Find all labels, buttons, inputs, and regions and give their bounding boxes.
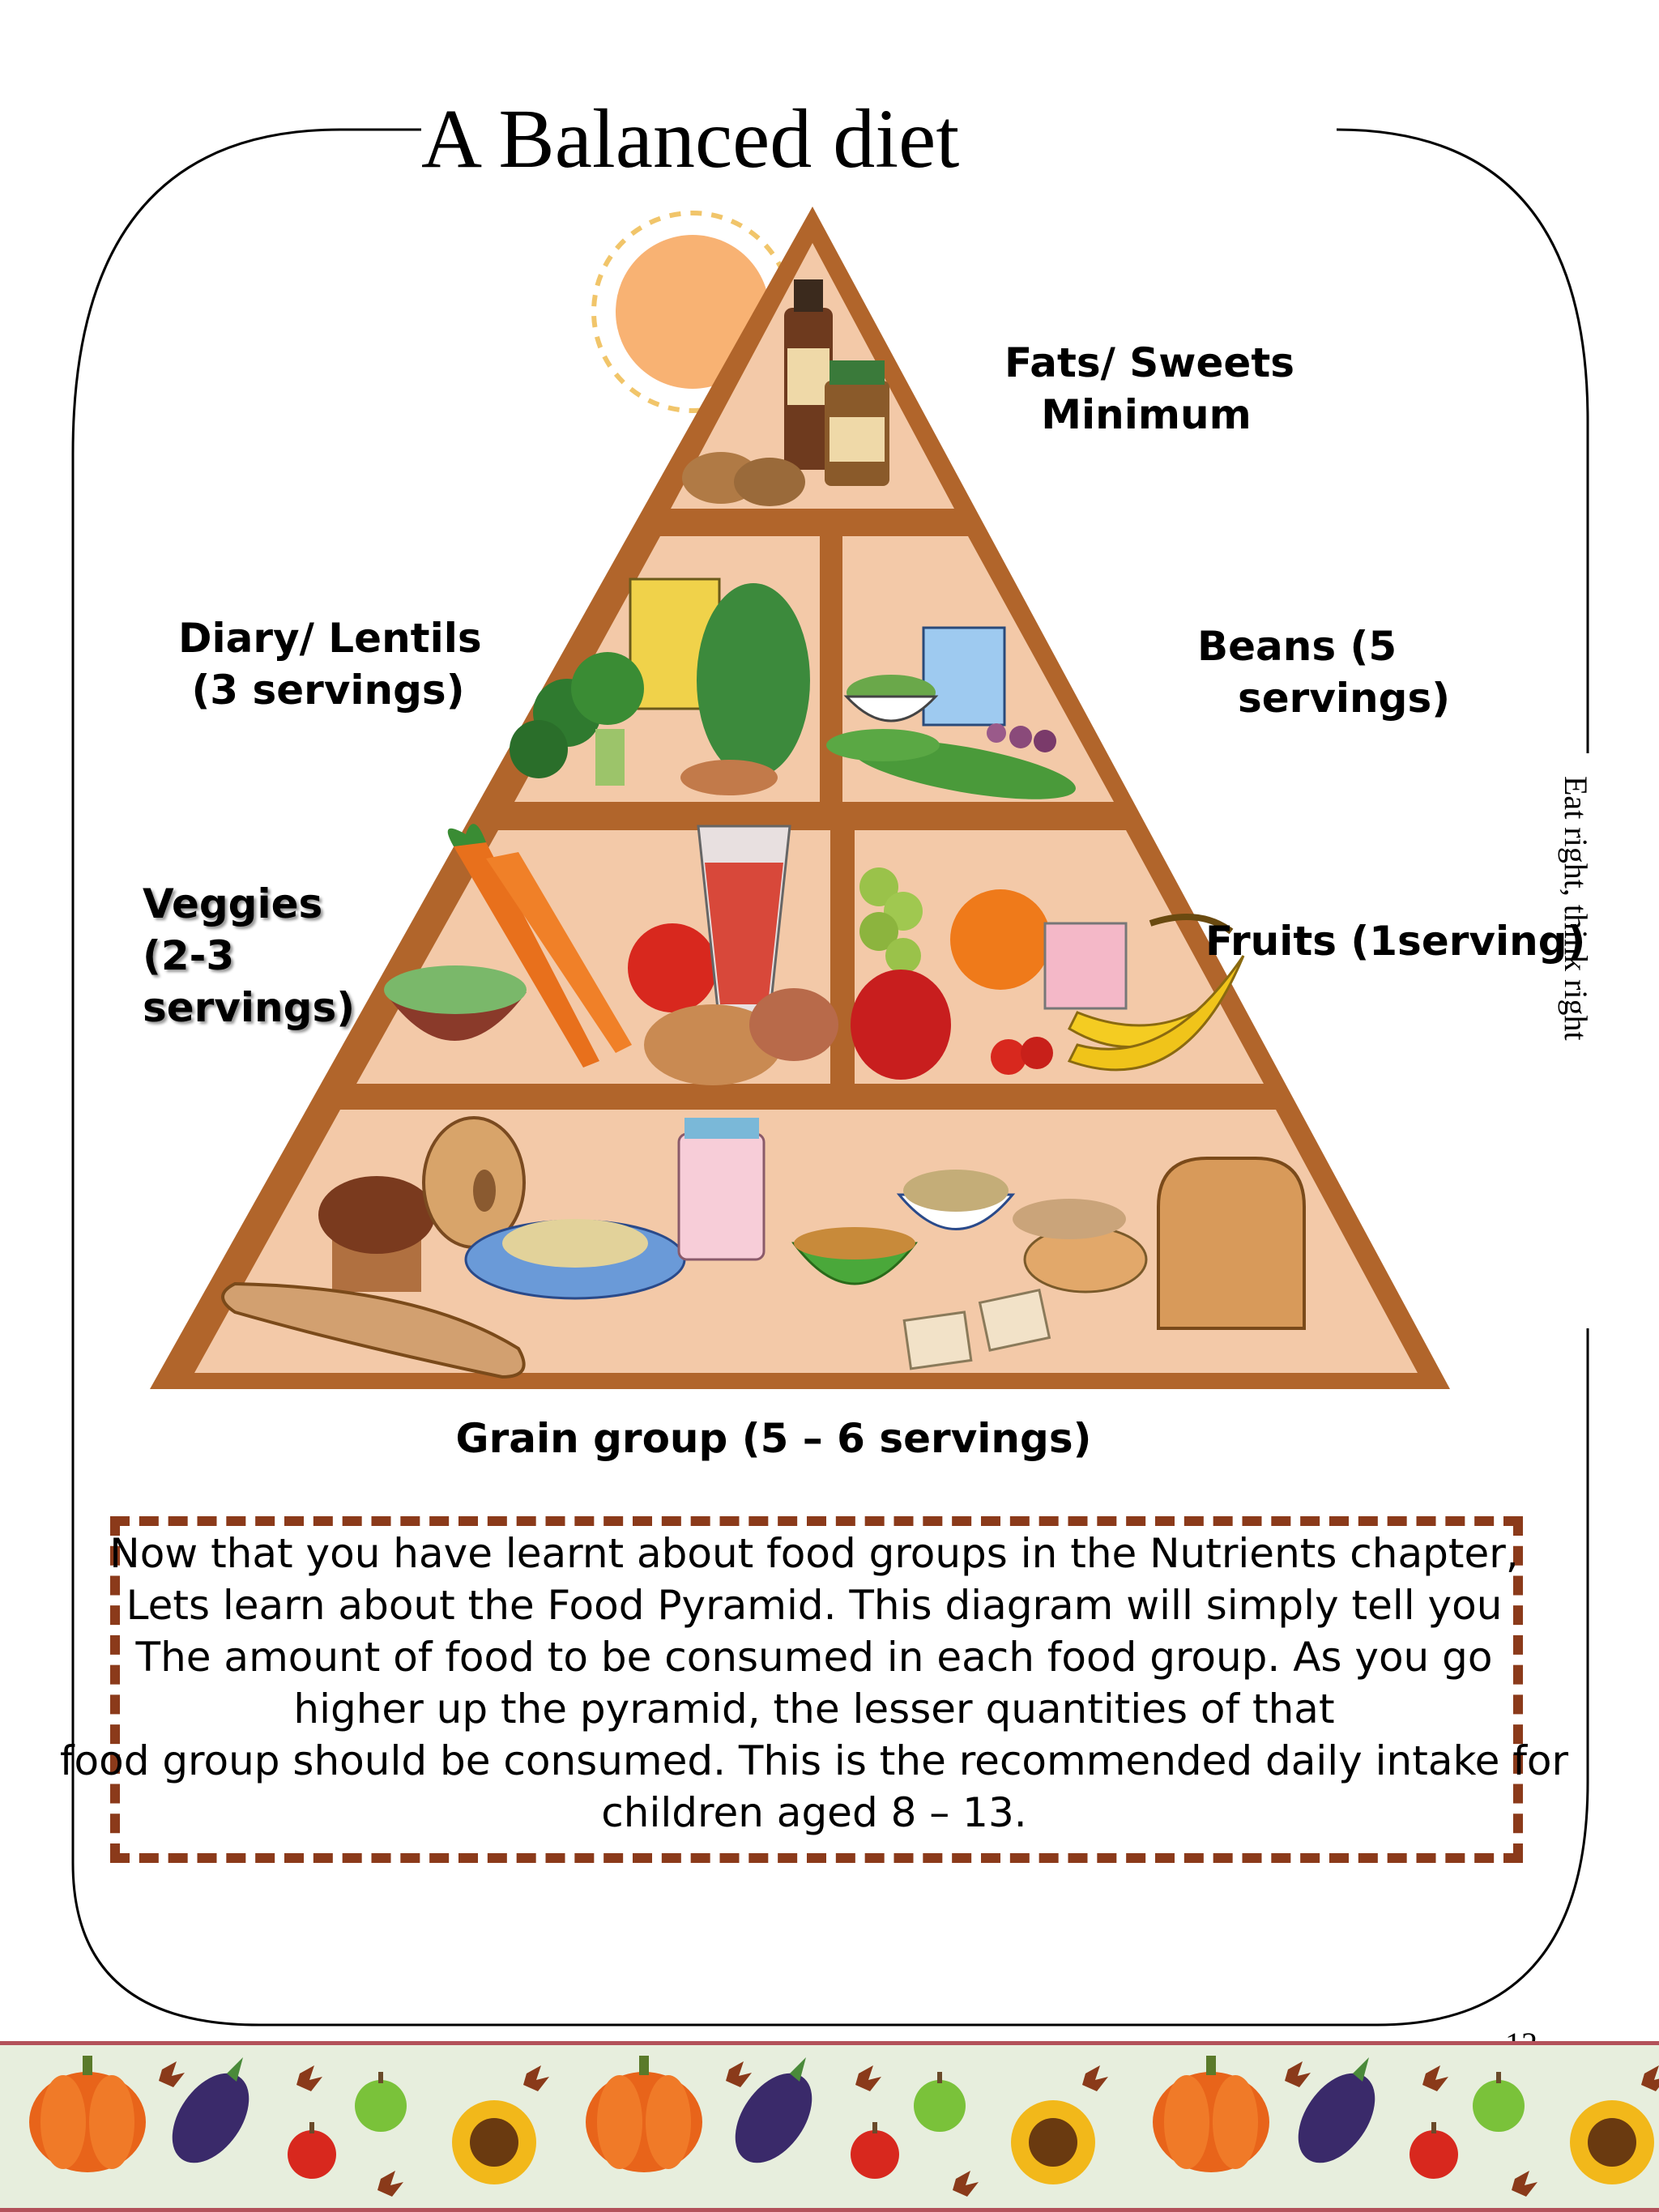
apple-icon — [851, 970, 951, 1080]
cereal-bowl-icon — [896, 1170, 1016, 1230]
footer-top-line — [0, 2041, 1659, 2045]
crackers-icon — [902, 1288, 1051, 1370]
juice-glass-icon — [697, 825, 791, 1018]
tortillas-icon — [1013, 1199, 1148, 1294]
food-pyramid-illustration — [150, 207, 1450, 1389]
fruit-juice-glass-icon — [1043, 922, 1128, 1010]
label-beans: Beans (5 servings) — [1197, 623, 1451, 722]
label-veggies: Veggies (2-3 servings) — [143, 880, 356, 1031]
label-grain-group: Grain group (5 – 6 servings) — [455, 1415, 1092, 1462]
banana-icon — [1067, 914, 1245, 1072]
side-slogan: Eat right, think right — [1558, 776, 1594, 1041]
page-title: A Balanced diet — [421, 92, 960, 185]
decorative-footer — [0, 2041, 1659, 2212]
label-dairy-lentils: Diary/ Lentils (3 servings) — [178, 615, 482, 714]
bowl-of-peas-icon — [843, 675, 939, 722]
salad-bowl-icon — [384, 965, 527, 1041]
nuts-icon — [682, 452, 805, 506]
broccoli-icon — [510, 652, 644, 786]
muffin-icon — [318, 1176, 435, 1292]
orange-icon — [950, 889, 1051, 990]
label-fruits: Fruits (1serving) — [1205, 918, 1586, 965]
carrot-icon — [447, 824, 632, 1068]
grapes-icon — [859, 867, 923, 974]
tofu-box-icon — [922, 626, 1006, 727]
vitamin-jar-icon — [825, 360, 889, 486]
bagel-icon — [422, 1116, 526, 1249]
tomato-icon — [628, 923, 717, 1012]
baguette-icon — [221, 1281, 526, 1379]
beans-icon — [987, 723, 1056, 752]
potato-icon — [644, 988, 838, 1085]
leafy-greens-icon — [697, 583, 810, 778]
footer-pattern — [29, 2056, 1659, 2197]
info-box-border — [110, 1516, 1523, 1863]
green-bowl-icon — [791, 1227, 919, 1285]
wheat-germ-jar-icon — [677, 1118, 766, 1261]
strawberries-icon — [991, 1037, 1053, 1075]
pasta-plate-icon — [464, 1219, 686, 1300]
footer-bottom-line — [0, 2208, 1659, 2212]
info-box-text: Now that you have learnt about food grou… — [59, 1530, 1569, 1836]
potato-small-icon — [680, 760, 778, 795]
pea-pods-icon — [826, 729, 1076, 799]
bread-loaf-icon — [1157, 1157, 1306, 1330]
label-fats-sweets: Fats/ Sweets Minimum — [1004, 339, 1294, 438]
oil-bottle-icon — [784, 279, 833, 470]
